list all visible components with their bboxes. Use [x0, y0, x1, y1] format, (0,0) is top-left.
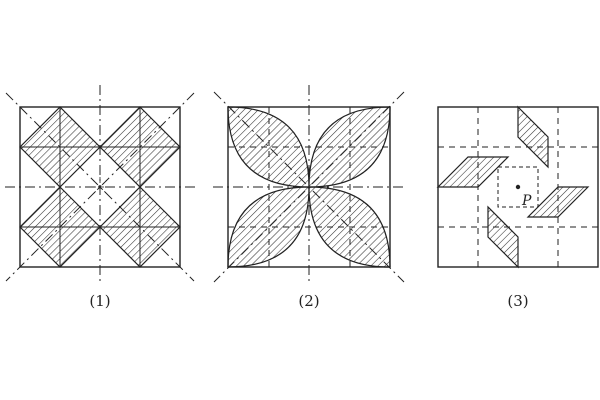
fig2-caption: (2) [298, 292, 319, 310]
fig3-blade-top [517, 105, 549, 169]
fig1-diamond-creases [20, 107, 180, 267]
fig2-petal-top-right [308, 106, 391, 188]
fig2-petal-top-left [227, 106, 310, 188]
fig3-outer-square [437, 106, 599, 268]
fig3-caption: (3) [507, 292, 528, 310]
fig2-outer-square [227, 106, 391, 268]
fig3-point-p [515, 184, 521, 190]
fig1-outer-square [19, 106, 181, 268]
fig3-center-square [497, 166, 539, 208]
fig3-blade-right [526, 186, 590, 218]
fig3-blade-left [436, 156, 510, 188]
fig3-pinwheel [436, 105, 590, 269]
fig3-blade-bottom [487, 205, 519, 269]
figure-2: (2) [213, 85, 405, 310]
fig2-petal-bottom-left [227, 186, 310, 268]
figure-3: P (3) [436, 105, 599, 310]
fig3-point-label: P [521, 193, 532, 209]
fig2-petal-bottom-right [308, 186, 391, 268]
fig1-caption: (1) [89, 292, 110, 310]
figure-1: (1) [5, 85, 195, 310]
fig1-center-dot [98, 185, 102, 189]
fig2-petals [227, 106, 391, 268]
